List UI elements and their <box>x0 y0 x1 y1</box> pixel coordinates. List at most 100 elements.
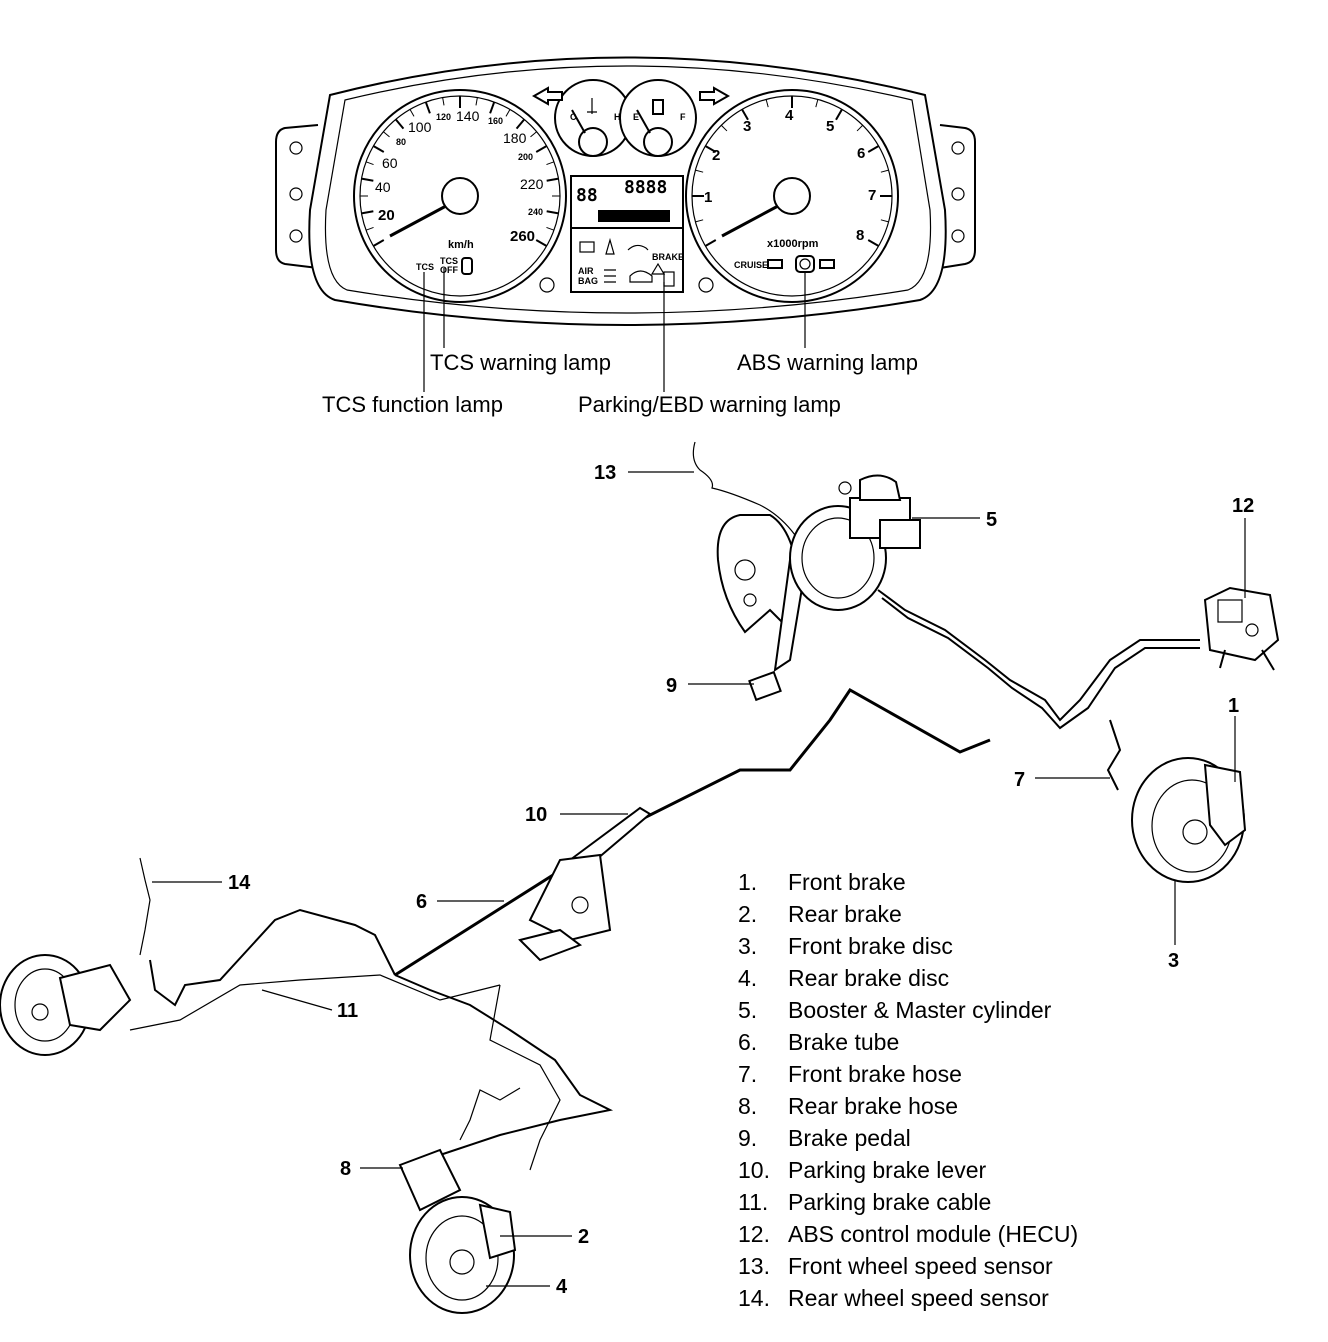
legend-item: 9.Brake pedal <box>738 1122 1158 1154</box>
gauge-tick <box>361 210 374 215</box>
parts-legend: 1.Front brake 2.Rear brake 3.Front brake… <box>738 866 1158 1314</box>
fuel-high-label: F <box>680 112 686 122</box>
oil-icon <box>627 244 649 251</box>
left-turn-arrow-icon <box>531 86 563 106</box>
gauge-tick <box>365 161 374 166</box>
legend-number: 11. <box>738 1189 769 1215</box>
speedo-tick-label: 60 <box>382 155 398 171</box>
gauge-tick <box>880 219 889 223</box>
speedo-tick-label: 260 <box>510 228 535 245</box>
legend-item: 1.Front brake <box>738 866 1158 898</box>
seatbelt-icon <box>605 237 615 255</box>
legend-item: 13. Front wheel speed sensor <box>738 1250 1158 1282</box>
legend-number: 2. <box>738 901 758 927</box>
rear-brake-right-and-disc <box>398 1148 517 1314</box>
legend-label: ABS control module (HECU) <box>788 1221 1079 1247</box>
tcs-off-lamp-line2: OFF <box>440 265 458 275</box>
speedo-tick-label: 240 <box>528 207 543 217</box>
legend-item: 12.ABS control module (HECU) <box>738 1218 1158 1250</box>
battery-icon <box>579 241 595 253</box>
tacho-tick-label: 7 <box>868 187 876 204</box>
tacho-tick-label: 6 <box>857 145 865 162</box>
gauge-tick <box>695 169 704 173</box>
booster-master-cylinder <box>789 474 921 611</box>
gauge-tick <box>546 226 555 231</box>
speedo-tick-label: 80 <box>396 137 406 147</box>
part-number-5: 5 <box>986 509 997 531</box>
gauge-tick <box>765 99 769 108</box>
brake-tube-main <box>394 688 991 977</box>
legend-number: 4. <box>738 965 758 991</box>
part-number-3: 3 <box>1168 950 1179 972</box>
engine-check-icon <box>629 270 653 283</box>
gauge-tick <box>489 101 496 114</box>
gauge-tick <box>535 145 548 153</box>
tcs-function-lamp: TCS <box>416 262 434 272</box>
fuel-pump-icon <box>652 99 664 115</box>
legend-item: 7.Front brake hose <box>738 1058 1158 1090</box>
rear-brake-caliper <box>478 1203 517 1260</box>
cluster-mount-right <box>939 124 976 269</box>
airbag-lamp-line1: AIR <box>578 266 594 276</box>
legend-label: Rear brake hose <box>788 1093 959 1119</box>
door-icon <box>663 271 675 287</box>
legend-label: Rear wheel speed sensor <box>788 1285 1049 1311</box>
gauge-tick <box>365 226 374 231</box>
display-digits-top: 88 <box>576 185 598 206</box>
legend-item: 2. Rear brake <box>738 898 1158 930</box>
part-number-7: 7 <box>1014 769 1025 791</box>
part-number-1: 1 <box>1228 695 1239 717</box>
legend-item: 10.Parking brake lever <box>738 1154 1158 1186</box>
tacho-tick-label: 1 <box>704 189 712 206</box>
speedo-unit: km/h <box>448 239 474 251</box>
tcs-off-lamp-line1: TCS <box>440 256 458 266</box>
gauge-tick <box>815 99 819 108</box>
gauge-tick <box>535 239 548 247</box>
gauge-tick <box>720 124 728 132</box>
gauge-tick <box>361 177 374 182</box>
gauge-tick <box>505 109 511 117</box>
gauge-tick <box>409 109 415 117</box>
front-wheel-speed-sensor-wire <box>692 441 796 536</box>
speedometer: 20 40 60 80 100 120 140 160 180 200 220 … <box>353 89 567 303</box>
parking-brake-lever <box>518 806 652 962</box>
callout-parking-ebd-warning-lamp: Parking/EBD warning lamp <box>578 392 841 417</box>
legend-item: 5.Booster & Master cylinder <box>738 994 1158 1026</box>
part-number-9: 9 <box>666 675 677 697</box>
display-digits-mid: 8888 <box>624 177 667 198</box>
gauge-tick <box>704 239 717 247</box>
legend-item: 4. Rear brake disc <box>738 962 1158 994</box>
legend-label: Rear brake disc <box>788 965 950 991</box>
gauge-tick <box>475 97 478 106</box>
gauge-tick <box>442 97 445 106</box>
rear-brake-hose-bracket <box>398 1148 462 1212</box>
legend-item: 6.Brake tube <box>738 1026 1158 1058</box>
legend-label: Front wheel speed sensor <box>788 1253 1053 1279</box>
brake-system <box>0 441 1280 1314</box>
legend-number: 5. <box>738 997 758 1023</box>
part-number-10: 10 <box>525 804 547 826</box>
legend-number: 1. <box>738 869 758 895</box>
legend-label: Brake tube <box>788 1029 900 1055</box>
tachometer: 1 2 3 4 5 6 7 8 x1000rpm CRUISE <box>685 89 899 303</box>
legend-label: Brake pedal <box>788 1125 911 1151</box>
part-number-12: 12 <box>1232 495 1254 517</box>
legend-item: 8.Rear brake hose <box>738 1090 1158 1122</box>
cruise-icon <box>767 259 783 269</box>
speedo-tick-label: 120 <box>436 112 451 122</box>
part-number-6: 6 <box>416 891 427 913</box>
center-display: 88 8888 AIR BAG BRAKE <box>570 175 684 293</box>
legend-label: Rear brake <box>788 901 902 927</box>
instrument-cluster: 20 40 60 80 100 120 140 160 180 200 220 … <box>275 56 976 326</box>
rear-wheel-speed-sensor-wire-right <box>459 1087 521 1141</box>
gauge-tick <box>695 219 704 223</box>
abs-control-module <box>1203 586 1280 671</box>
tacho-tick-label: 3 <box>743 118 751 135</box>
gauge-tick <box>530 131 537 138</box>
speedometer-needle <box>389 204 447 238</box>
legend-number: 3. <box>738 933 758 959</box>
brake-tube-rear-right <box>394 974 614 1156</box>
legend-number: 13. <box>738 1253 770 1279</box>
front-brake-caliper <box>1203 763 1247 847</box>
